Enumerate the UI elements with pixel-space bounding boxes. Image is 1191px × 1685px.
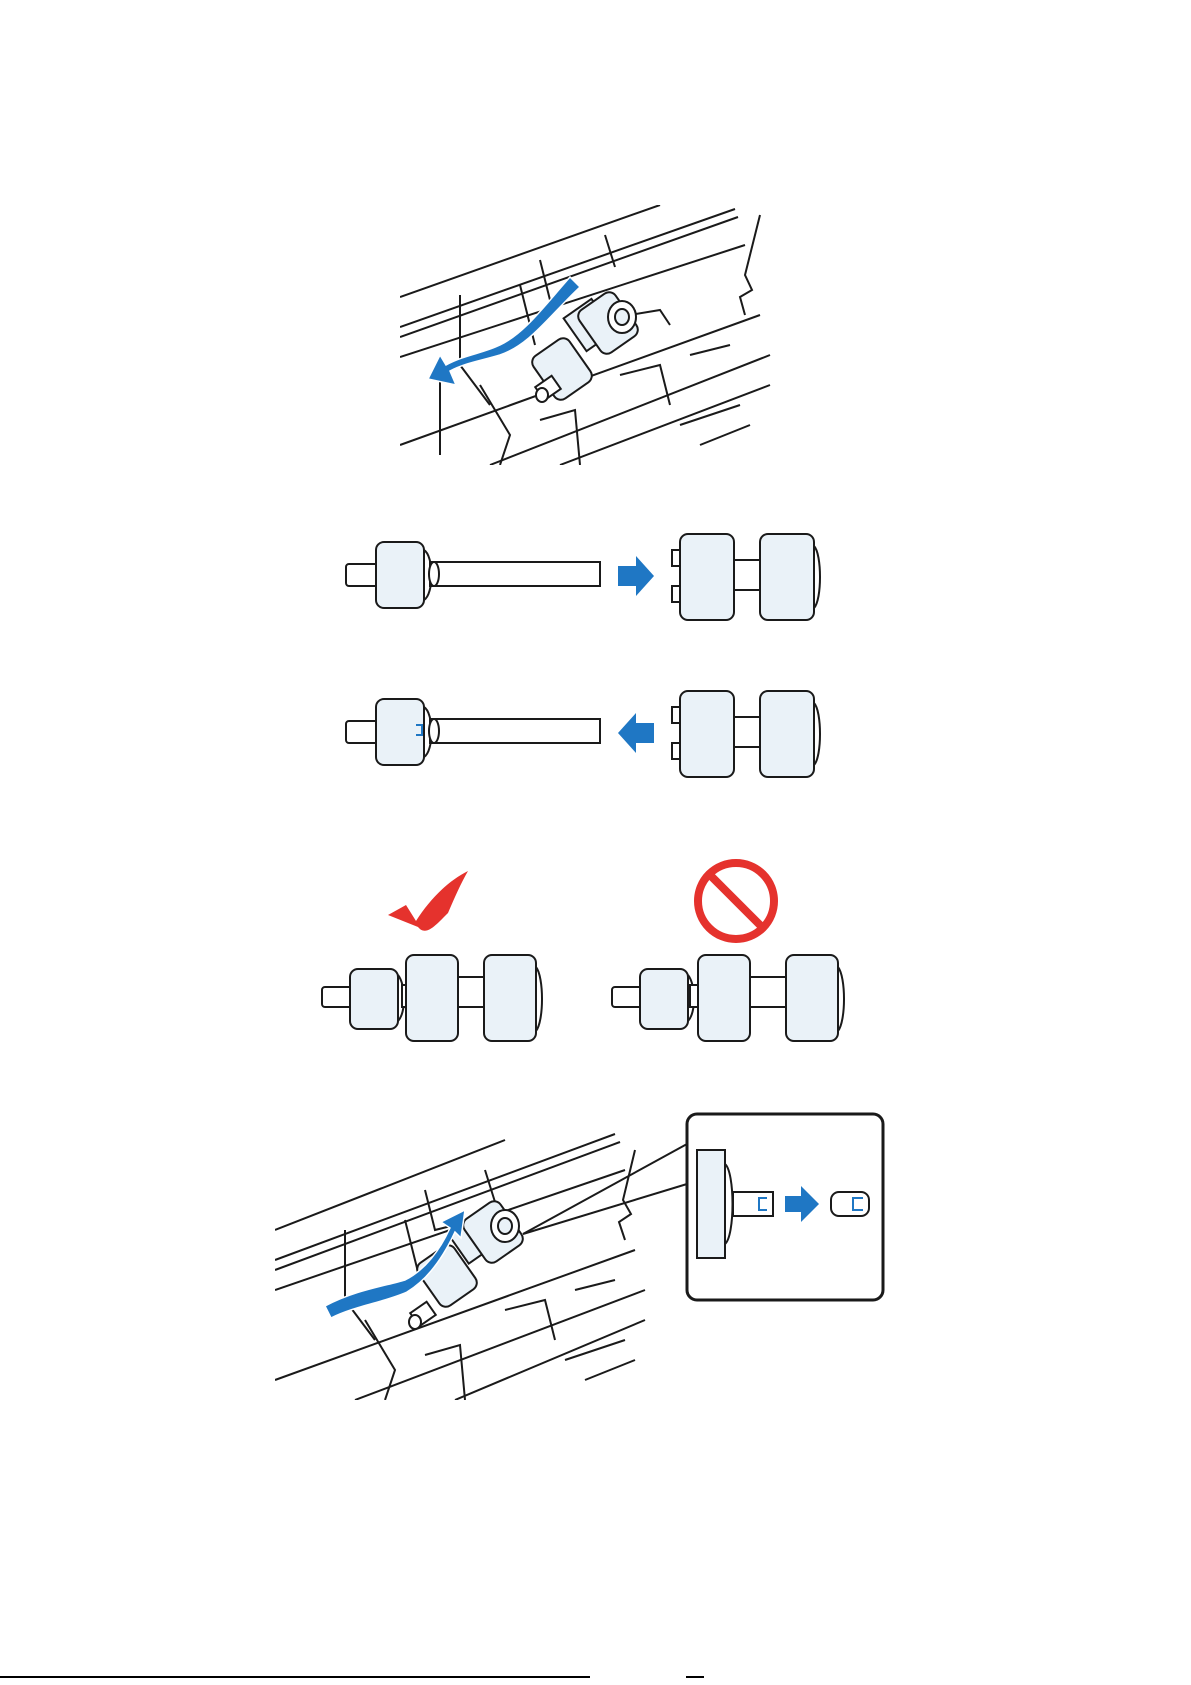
figure-correct-vs-incorrect [318,855,858,1045]
figure-attach-shaft [342,685,832,785]
roller-shaft-icon [346,542,600,608]
footer-mark [686,1676,704,1678]
roller-pair-icon [672,691,820,777]
figure-separate-shaft [342,528,832,628]
magnified-detail-icon [687,1114,883,1300]
figure-remove-roller [400,205,780,465]
arrow-left-icon [618,713,654,753]
check-mark-icon [388,871,468,931]
roller-shaft-icon [346,699,600,765]
figure-install-roller [275,1110,915,1400]
footer-rule [0,1676,590,1678]
roller-pair-icon [672,534,820,620]
arrow-right-icon [618,556,654,596]
prohibited-icon [698,863,774,939]
scanner-interior-icon [400,205,780,465]
roller-assembly-icon [322,955,542,1041]
roller-assembly-icon [612,955,844,1041]
